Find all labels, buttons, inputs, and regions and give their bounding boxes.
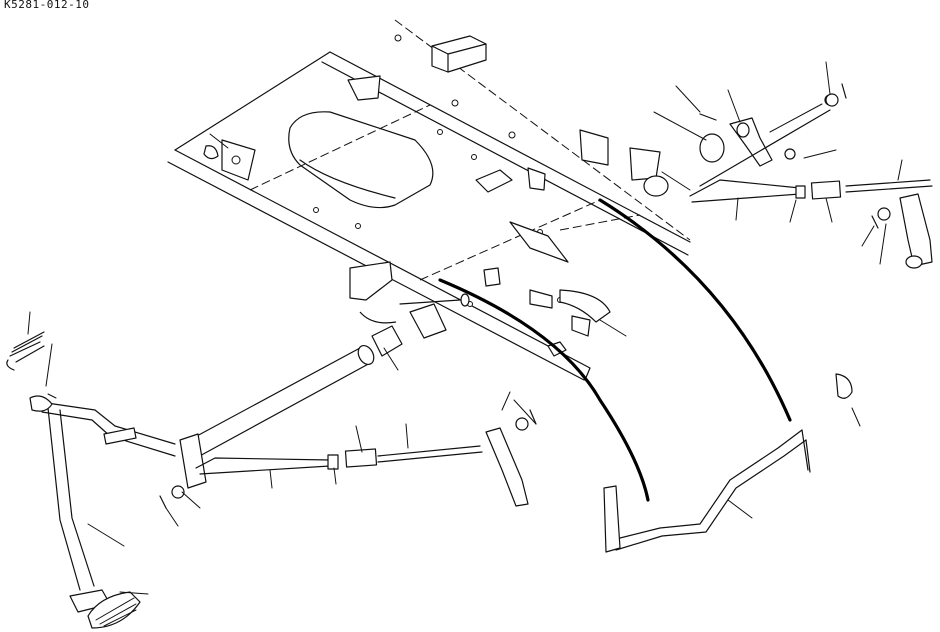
brake-cable (438, 198, 792, 502)
rear-arm-parts (643, 94, 836, 197)
floor-plate (167, 19, 691, 381)
parking-link-rod (603, 373, 853, 553)
return-spring-left (6, 331, 45, 371)
cross-shaft (181, 293, 470, 459)
pedal-assembly (29, 395, 207, 629)
drawing-code: K5281-012-10 (4, 0, 90, 11)
adjusting-rod-front (195, 418, 529, 507)
pins-and-washers (159, 83, 891, 509)
adjusting-rod-rear (689, 179, 933, 269)
leader-lines (27, 61, 903, 595)
